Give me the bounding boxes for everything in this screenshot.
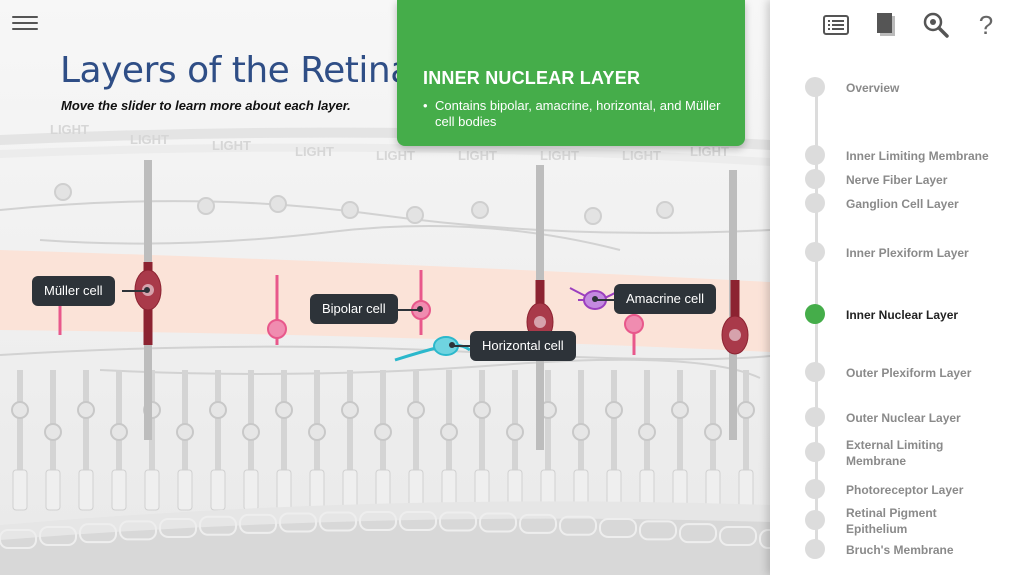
layer-step-label: Inner Nuclear Layer (846, 308, 959, 322)
layer-step[interactable]: Ganglion Cell Layer (770, 192, 1010, 214)
amacrine-callout-line (596, 299, 614, 301)
layer-step-dot[interactable] (805, 362, 825, 382)
slider-handle[interactable] (805, 304, 825, 324)
layer-info-card: INNER NUCLEAR LAYER Contains bipolar, am… (397, 0, 745, 146)
layer-step-label: Ganglion Cell Layer (846, 197, 959, 211)
layer-step-dot[interactable] (805, 442, 825, 462)
bipolar-cells (58, 270, 644, 355)
light-label: LIGHT (540, 148, 579, 163)
layer-info-bullet: Contains bipolar, amacrine, horizontal, … (423, 98, 723, 130)
layer-step-dot[interactable] (805, 479, 825, 499)
layer-step-dot[interactable] (805, 169, 825, 189)
list-icon[interactable] (821, 10, 851, 40)
layer-step[interactable]: Overview (770, 76, 1010, 98)
layer-step[interactable]: Nerve Fiber Layer (770, 168, 1010, 190)
help-icon[interactable]: ? (978, 10, 994, 40)
light-label: LIGHT (130, 132, 169, 147)
layer-step-label: Overview (846, 81, 900, 95)
muller-callout-line (122, 290, 146, 292)
light-label: LIGHT (690, 144, 729, 159)
layer-step-label: Outer Plexiform Layer (846, 366, 972, 380)
light-label: LIGHT (50, 122, 89, 137)
hamburger-menu-icon[interactable] (12, 12, 38, 34)
layer-step-label: Inner Limiting Membrane (846, 149, 989, 163)
illustration-stage: LIGHT LIGHT LIGHT LIGHT LIGHT LIGHT LIGHT LIGHT… (0, 0, 770, 575)
layer-step[interactable]: Inner Plexiform Layer (770, 241, 1010, 263)
horizontal-callout-dot (449, 342, 455, 348)
layer-step[interactable]: Photoreceptor Layer (770, 478, 1010, 500)
layer-step-dot[interactable] (805, 539, 825, 559)
layer-step[interactable]: Bruch's Membrane (770, 538, 1010, 560)
layer-step-label: External Limiting Membrane (846, 438, 944, 468)
layer-info-heading: INNER NUCLEAR LAYER (423, 68, 641, 88)
search-icon[interactable] (921, 10, 951, 40)
horizontal-callout-line (450, 345, 470, 347)
muller-cell-callout[interactable]: Müller cell (32, 276, 115, 306)
bipolar-cell-callout[interactable]: Bipolar cell (310, 294, 398, 324)
horizontal-cell-callout[interactable]: Horizontal cell (470, 331, 576, 361)
layer-step-dot[interactable] (805, 407, 825, 427)
bipolar-callout-dot (417, 306, 423, 312)
layer-step[interactable]: External Limiting Membrane (770, 438, 1010, 468)
layer-info-bullets: Contains bipolar, amacrine, horizontal, … (423, 98, 723, 130)
light-label: LIGHT (295, 144, 334, 159)
amacrine-callout-dot (592, 296, 598, 302)
layer-step-dot[interactable] (805, 193, 825, 213)
amacrine-cell-callout[interactable]: Amacrine cell (614, 284, 717, 314)
light-label: LIGHT (622, 148, 661, 163)
layer-step-label: Bruch's Membrane (846, 543, 954, 557)
layer-step-dot[interactable] (805, 145, 825, 165)
layer-step-dot[interactable] (805, 242, 825, 262)
layer-step-dot[interactable] (805, 510, 825, 530)
muller-callout-dot (144, 287, 150, 293)
layer-step[interactable]: Retinal Pigment Epithelium (770, 506, 1010, 536)
layer-step-label: Inner Plexiform Layer (846, 246, 969, 260)
layer-step-label: Nerve Fiber Layer (846, 173, 948, 187)
layer-step-dot[interactable] (805, 77, 825, 97)
layer-step[interactable]: Inner Limiting Membrane (770, 144, 1010, 166)
layer-step[interactable]: Outer Nuclear Layer (770, 406, 1010, 428)
layer-step-label: Retinal Pigment Epithelium (846, 506, 937, 536)
light-label: LIGHT (212, 138, 251, 153)
layer-step[interactable]: Inner Nuclear Layer (770, 303, 1010, 325)
light-label: LIGHT (458, 148, 497, 163)
bipolar-callout-line (398, 309, 418, 311)
layer-step-label: Photoreceptor Layer (846, 483, 964, 497)
book-icon[interactable] (871, 10, 901, 40)
layer-step-label: Outer Nuclear Layer (846, 411, 961, 425)
light-label: LIGHT (376, 148, 415, 163)
page-subtitle: Move the slider to learn more about each… (61, 98, 351, 113)
layer-step[interactable]: Outer Plexiform Layer (770, 361, 1010, 383)
page-title: Layers of the Retina (60, 50, 412, 91)
